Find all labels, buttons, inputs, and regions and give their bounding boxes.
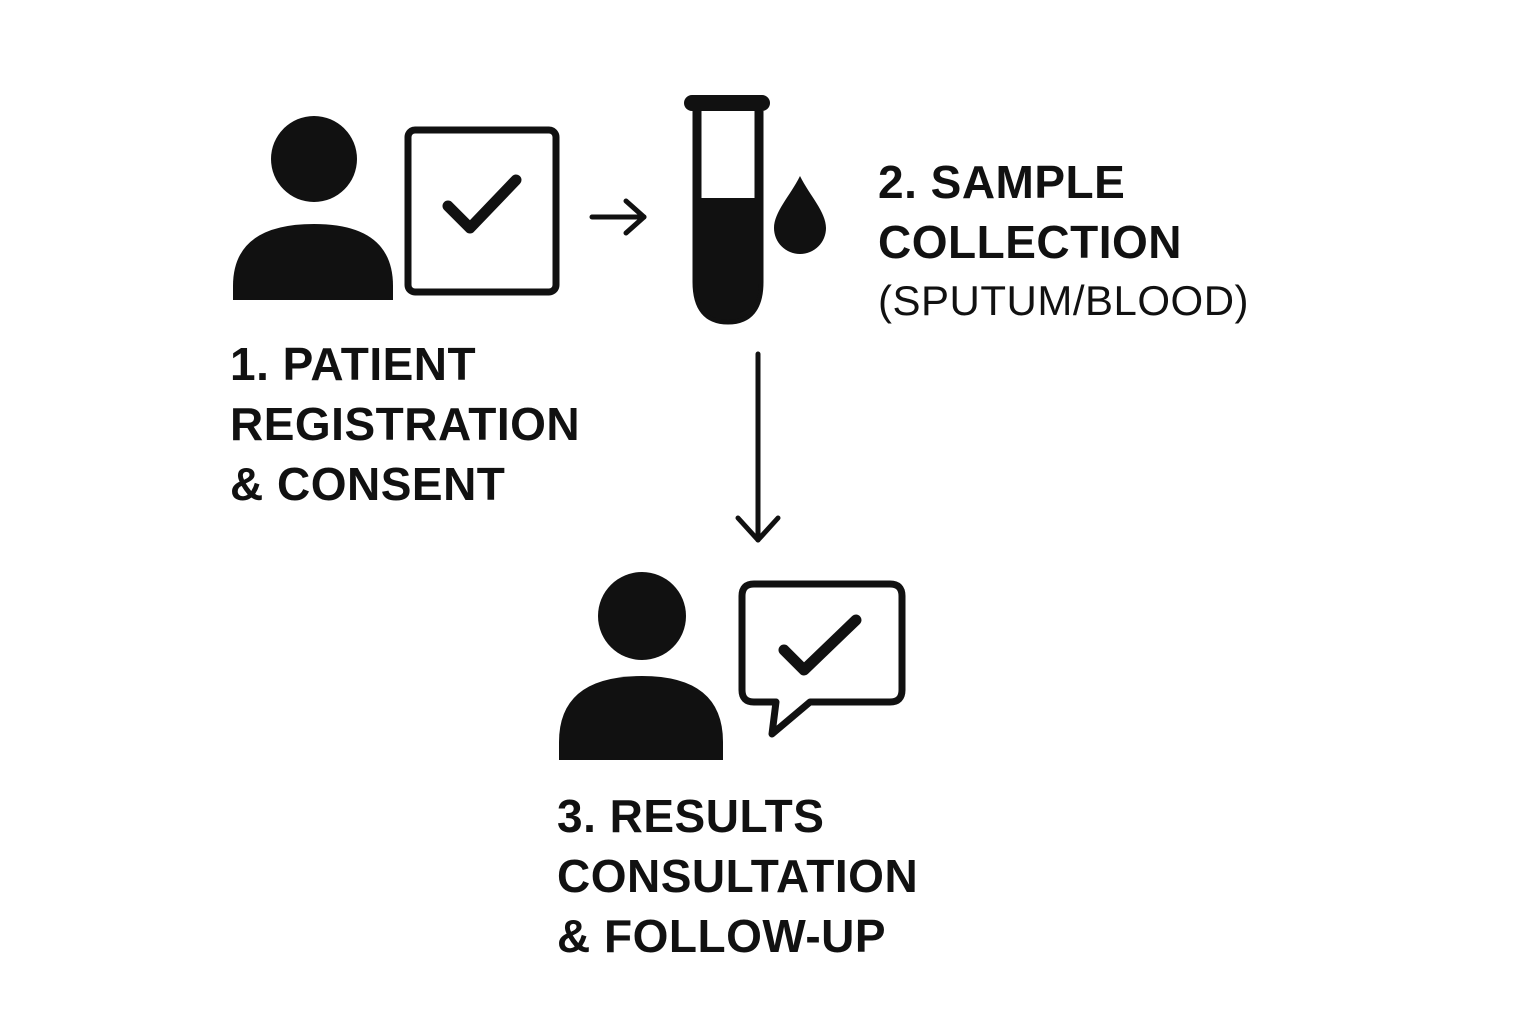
step-2-line-2: COLLECTION: [878, 216, 1182, 268]
step-1-line-3: & CONSENT: [230, 458, 506, 510]
step-2-label: 2. SAMPLE COLLECTION (SPUTUM/BLOOD): [878, 152, 1249, 330]
speech-bubble-check-icon: [738, 580, 906, 738]
step-3-label: 3. RESULTS CONSULTATION & FOLLOW-UP: [557, 786, 918, 966]
arrow-down-icon: [735, 351, 781, 543]
person-icon: [233, 116, 393, 300]
step-3-line-3: & FOLLOW-UP: [557, 910, 887, 962]
step-3-line-1: 3. RESULTS: [557, 790, 825, 842]
arrow-right-icon: [589, 198, 647, 236]
step-2-line-1: 2. SAMPLE: [878, 156, 1126, 208]
step-1-line-1: 1. PATIENT: [230, 338, 477, 390]
blood-drop-icon: [774, 176, 826, 254]
step-2-note: (SPUTUM/BLOOD): [878, 277, 1250, 324]
step-1-line-2: REGISTRATION: [230, 398, 581, 450]
step-3-line-2: CONSULTATION: [557, 850, 919, 902]
person-icon: [559, 572, 723, 760]
step-1-label: 1. PATIENT REGISTRATION & CONSENT: [230, 334, 580, 514]
test-tube-icon: [684, 95, 770, 325]
checkbox-check-icon: [404, 126, 560, 296]
